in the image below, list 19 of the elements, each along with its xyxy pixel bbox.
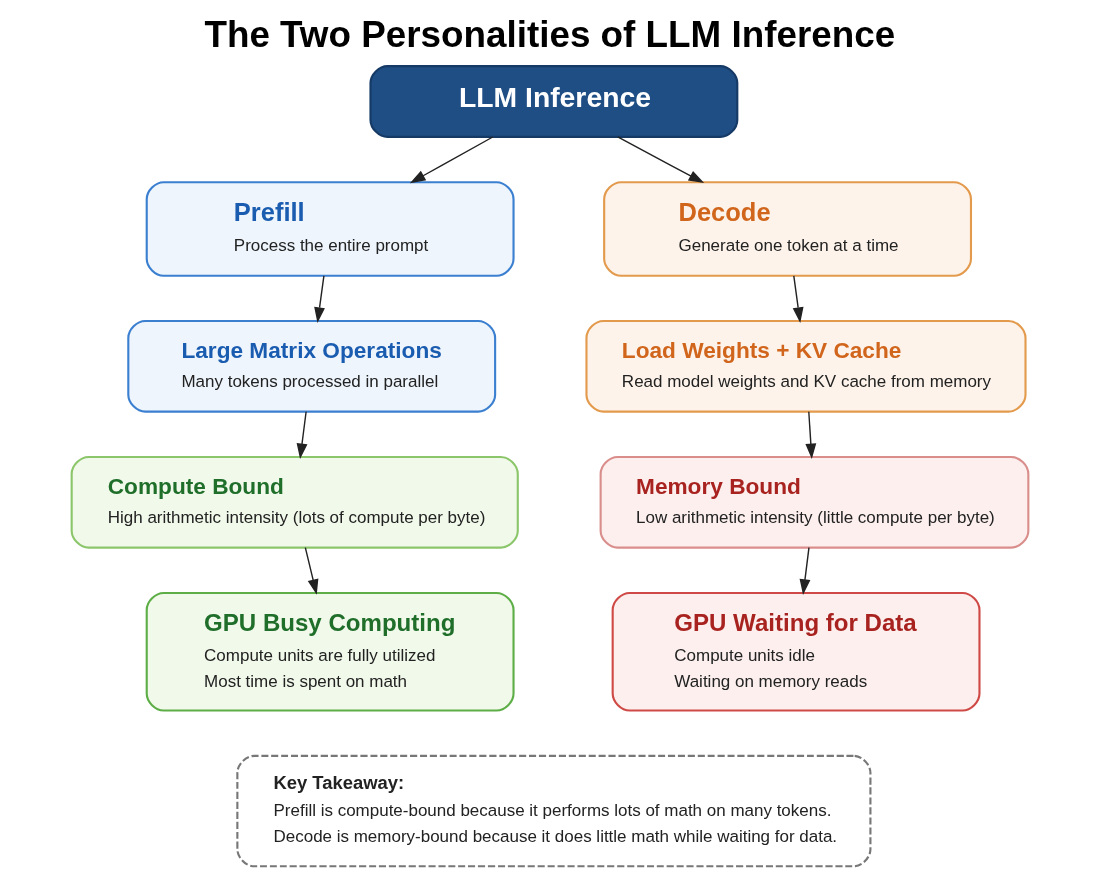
node-box: Load Weights + KV Cache Read model weights and KV cache from memory [585,320,1027,413]
node-box: LLM Inference [369,65,739,138]
arrow [792,275,804,323]
arrow [409,136,494,184]
arrow [617,136,705,184]
arrow [304,547,319,595]
node-box: Memory Bound Low arithmetic intensity (little compute per byte) [599,455,1030,549]
node-box: Decode Generate one token at a time [603,181,973,277]
node-box: Compute Bound High arithmetic intensity (lots of compute per byte) [70,455,519,549]
node-box: Key Takeaway: Prefill is compute-bound because it performs lots of math on many tokens. Decode is memory-bound because it does little math while waiting for data. [236,754,872,868]
arrow [314,275,325,323]
node-box: GPU Waiting for Data Compute units idle Waiting on memory reads [611,591,981,712]
arrow [799,547,811,595]
node-box: GPU Busy Computing Compute units are fully utilized Most time is spent on math [145,591,515,712]
arrow [805,411,817,460]
diagram-title: The Two Personalities of LLM Inference [204,14,896,56]
arrow [296,411,308,460]
node-box: Large Matrix Operations Many tokens processed in parallel [127,320,497,413]
node-box: Prefill Process the entire prompt [145,181,515,277]
